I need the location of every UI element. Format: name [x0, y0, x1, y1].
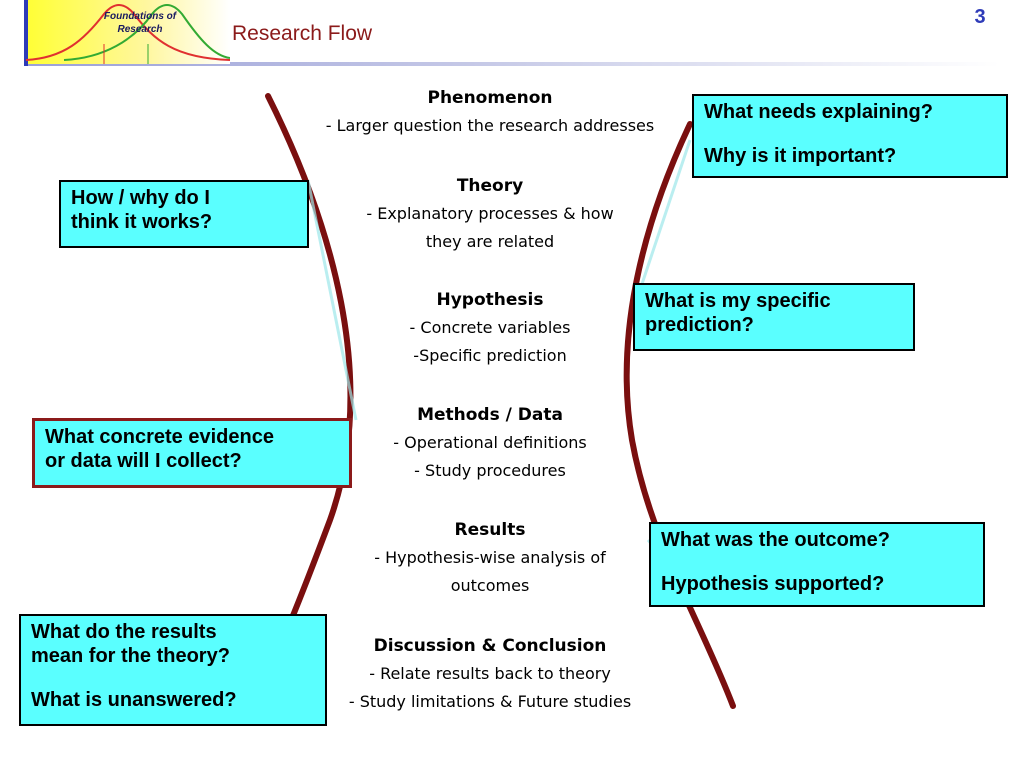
question-line: Why is it important? — [704, 145, 897, 167]
stage-phenomenon: Phenomenon - Larger question the researc… — [300, 84, 680, 140]
question-box-methods: What concrete evidence or data will I co… — [32, 418, 352, 488]
logo-text-line2: Research — [117, 24, 163, 35]
stage-results: Results - Hypothesis-wise analysis of ou… — [300, 516, 680, 600]
question-box-results: What was the outcome? Hypothesis support… — [649, 522, 985, 607]
stage-line: - Hypothesis-wise analysis of — [374, 548, 606, 567]
question-box-discussion: What do the results mean for the theory?… — [19, 614, 327, 726]
question-line: Hypothesis supported? — [661, 573, 885, 595]
question-line: What is my specific — [645, 290, 831, 312]
question-box-phenomenon: What needs explaining? Why is it importa… — [692, 94, 1008, 178]
question-line: How / why do I — [71, 187, 210, 209]
stage-hypothesis: Hypothesis - Concrete variables -Specifi… — [300, 286, 680, 370]
stage-line: - Relate results back to theory — [369, 664, 611, 683]
logo: Foundations of Research — [24, 0, 230, 64]
stage-title: Methods / Data — [417, 405, 563, 425]
stage-line: - Study procedures — [414, 461, 566, 480]
logo-graphic — [24, 0, 230, 64]
stage-title: Discussion & Conclusion — [373, 636, 607, 656]
stage-line: outcomes — [450, 576, 530, 595]
stage-methods: Methods / Data - Operational definitions… — [300, 401, 680, 485]
question-line: mean for the theory? — [31, 645, 230, 667]
stage-theory: Theory - Explanatory processes & how the… — [300, 172, 680, 256]
stage-line: - Larger question the research addresses — [325, 116, 655, 135]
question-line: What needs explaining? — [704, 101, 933, 123]
logo-text-line1: Foundations of — [103, 11, 177, 22]
question-line: think it works? — [71, 211, 213, 233]
stage-line: - Explanatory processes & how — [366, 204, 614, 223]
stage-line: - Operational definitions — [393, 433, 587, 452]
question-line: or data will I collect? — [45, 450, 242, 472]
question-line: What was the outcome? — [661, 529, 890, 551]
stage-title: Hypothesis — [436, 290, 544, 310]
stage-title: Theory — [456, 176, 524, 196]
question-line: prediction? — [645, 314, 754, 336]
question-line: What do the results — [31, 621, 217, 643]
question-line: What is unanswered? — [31, 689, 237, 711]
question-box-theory: How / why do I think it works? — [59, 180, 309, 248]
slide-title: Research Flow — [232, 22, 373, 45]
question-box-hypothesis: What is my specific prediction? — [633, 283, 915, 351]
question-line: What concrete evidence — [45, 426, 274, 448]
slide-number: 3 — [974, 6, 986, 28]
stage-title: Phenomenon — [427, 88, 553, 108]
stage-line: - Concrete variables — [409, 318, 571, 337]
stage-discussion: Discussion & Conclusion - Relate results… — [300, 632, 680, 716]
stage-line: - Study limitations & Future studies — [348, 692, 632, 711]
stage-title: Results — [454, 520, 526, 540]
stage-line: they are related — [425, 232, 555, 251]
stage-line: -Specific prediction — [413, 346, 567, 365]
logo-text: Foundations of Research — [80, 10, 200, 36]
